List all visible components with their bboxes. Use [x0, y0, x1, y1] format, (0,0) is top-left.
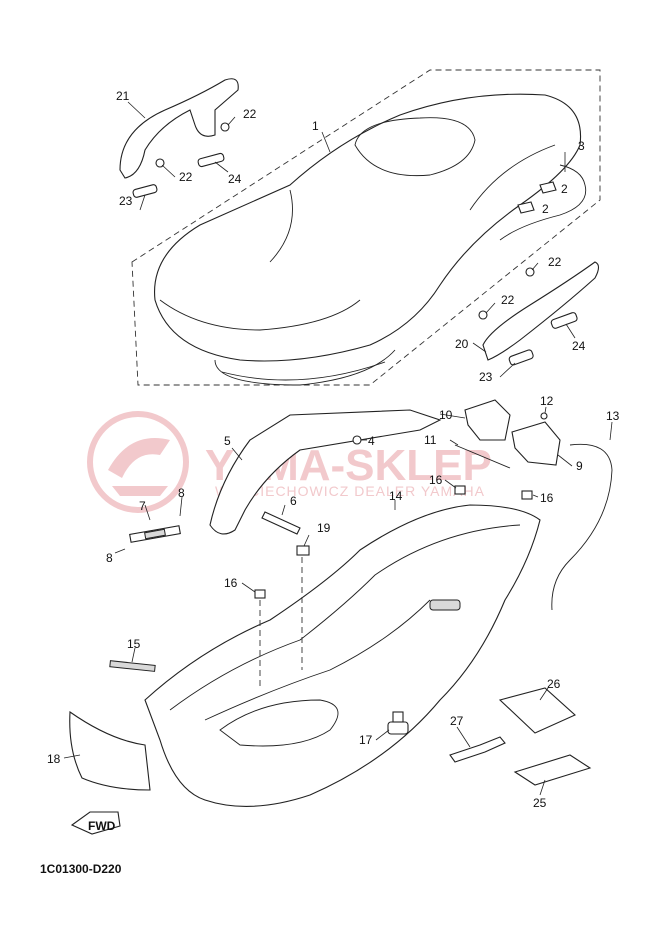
callout-21: 21: [116, 89, 130, 103]
latch-10-part: [464, 399, 511, 441]
hinge-bracket-part: [209, 409, 442, 535]
callout-16b: 16: [540, 491, 554, 505]
callout-11: 11: [424, 433, 437, 447]
callout-22a: 22: [243, 107, 257, 121]
side-panel-part: [69, 710, 151, 791]
callout-20: 20: [455, 337, 469, 351]
pad-23-left: [132, 184, 158, 198]
callout-16c: 16: [224, 576, 238, 590]
watermark-logo: [87, 411, 189, 513]
seat-cable-part: [499, 164, 587, 241]
callout-23b: 23: [479, 370, 493, 384]
callout-23a: 23: [119, 194, 133, 208]
fwd-label: FWD: [88, 819, 116, 833]
pad-24-left: [197, 152, 225, 168]
callout-3: 3: [578, 139, 585, 153]
callout-22c: 22: [548, 255, 562, 269]
callout-13: 13: [606, 409, 620, 423]
callout-1: 1: [312, 119, 319, 133]
callout-22b: 22: [179, 170, 193, 184]
foot-17-part: [387, 711, 409, 735]
callout-17: 17: [359, 733, 373, 747]
callout-16a: 16: [429, 473, 443, 487]
rod-part: [454, 444, 511, 469]
fwd-arrow: FWD: [70, 811, 121, 835]
callout-18: 18: [47, 752, 61, 766]
callout-4: 4: [368, 434, 375, 448]
callout-27: 27: [450, 714, 464, 728]
leader-lines: [63, 101, 613, 796]
callout-5: 5: [224, 434, 231, 448]
pouch-part: [498, 687, 576, 734]
callout-24a: 24: [228, 172, 242, 186]
pin-part: [261, 511, 301, 535]
callout-25: 25: [533, 796, 547, 810]
grab-bar-left-part: [119, 78, 239, 179]
callout-labels: 1 2 2 3 4 5 6 7 8 8 9 10 11 12 13 14 15 …: [47, 89, 620, 810]
callout-22d: 22: [501, 293, 515, 307]
seat-hooks-part: [517, 181, 557, 214]
storage-box-part: [144, 504, 541, 807]
watermark-logo-mark: [108, 438, 170, 496]
fasteners-16: [254, 485, 533, 599]
callout-9: 9: [576, 459, 583, 473]
callout-8a: 8: [178, 486, 185, 500]
callout-24b: 24: [572, 339, 586, 353]
callout-19: 19: [317, 521, 331, 535]
manual-part: [513, 754, 592, 786]
callout-26: 26: [547, 677, 561, 691]
grommet-19-part: [296, 545, 310, 556]
bolts-22: [155, 122, 535, 320]
seat-part: [154, 93, 582, 386]
pad-23-right: [508, 349, 534, 366]
callout-8b: 8: [106, 551, 113, 565]
long-cable-part: [551, 443, 613, 611]
nut-part: [352, 435, 362, 445]
strap-part: [449, 736, 506, 763]
callout-6: 6: [290, 494, 297, 508]
screw-12-part: [540, 412, 548, 420]
callout-12: 12: [540, 394, 554, 408]
callout-15: 15: [127, 637, 141, 651]
callout-14: 14: [389, 489, 403, 503]
seat-assembly-box: [131, 69, 601, 386]
watermark-tagline: WOJCIECHOWICZ DEALER YAMAHA: [215, 483, 485, 499]
latch-9-part: [511, 421, 561, 466]
callout-2b: 2: [542, 202, 549, 216]
callout-10: 10: [439, 408, 453, 422]
diagram-code: 1C01300-D220: [40, 862, 122, 876]
grab-bar-right-part: [482, 261, 600, 361]
strip-part: [109, 660, 156, 672]
callout-7: 7: [139, 499, 146, 513]
damper-part: [129, 525, 181, 543]
callout-2a: 2: [561, 182, 568, 196]
pad-24-right: [550, 312, 578, 329]
